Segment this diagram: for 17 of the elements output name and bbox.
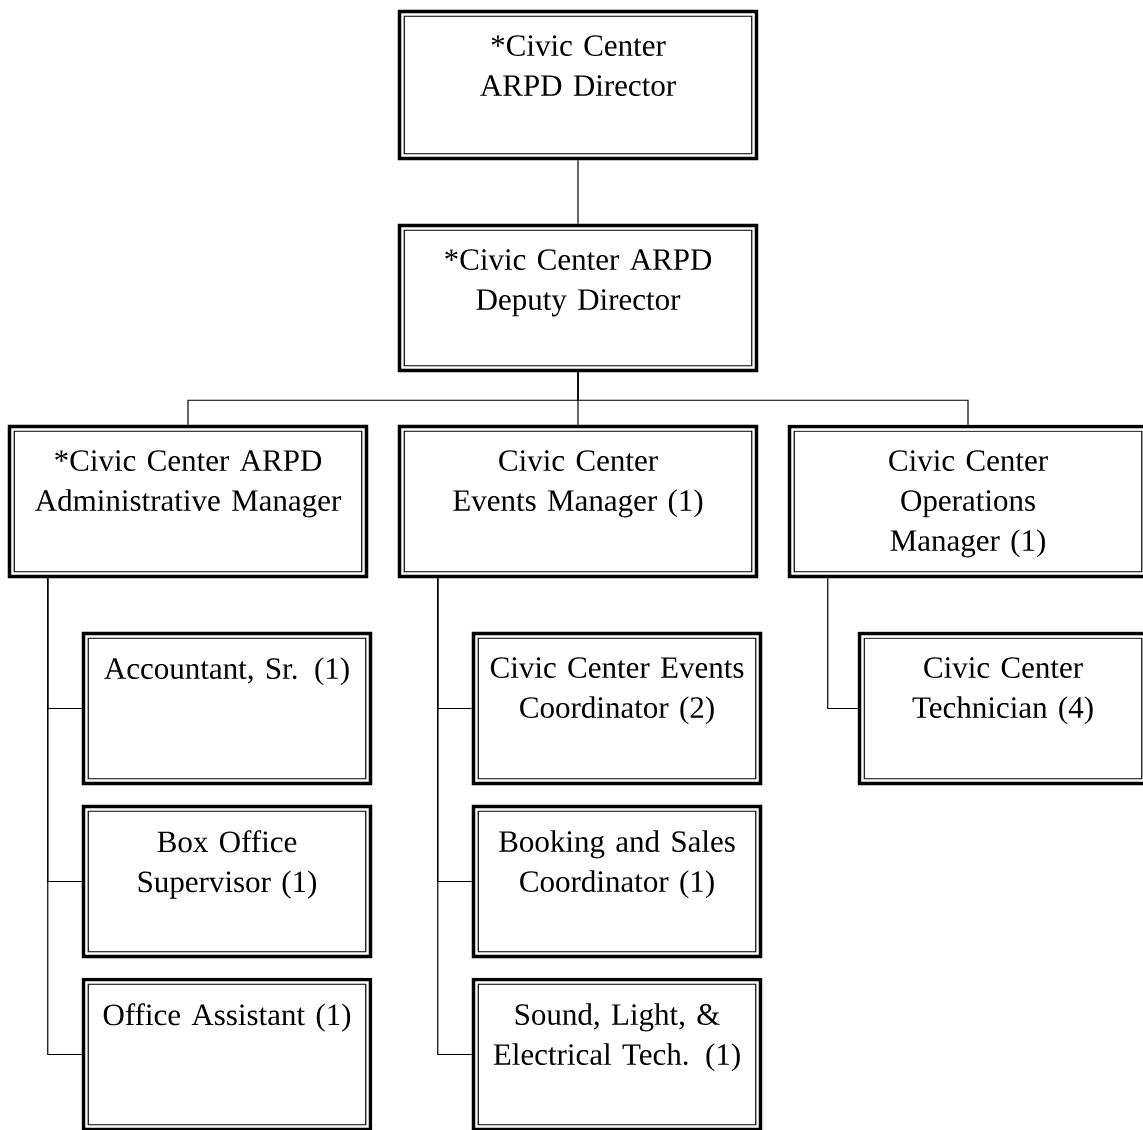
org-box: *Civic Center ARPD Administrative Manager (7, 424, 369, 579)
connector-line (827, 577, 859, 710)
org-box: Civic Center Operations Manager (1) (787, 424, 1143, 579)
org-box: Box Office Supervisor (1) (81, 804, 373, 959)
org-box: Office Assistant (1) (81, 977, 373, 1130)
org-box: Accountant, Sr. (1) (81, 631, 373, 786)
org-box: *Civic Center ARPD Director (397, 9, 759, 161)
connector-line (47, 577, 83, 1056)
connector-line (437, 577, 473, 1056)
connector-line (577, 371, 969, 426)
org-box: Civic Center Events Coordinator (2) (471, 631, 763, 786)
org-box: Civic Center Events Manager (1) (397, 424, 759, 579)
org-box: *Civic Center ARPD Deputy Director (397, 223, 759, 373)
org-box: Civic Center Technician (4) (857, 631, 1143, 786)
connector-line (577, 159, 579, 225)
org-box: Sound, Light, & Electrical Tech. (1) (471, 977, 763, 1130)
org-box: Booking and Sales Coordinator (1) (471, 804, 763, 959)
